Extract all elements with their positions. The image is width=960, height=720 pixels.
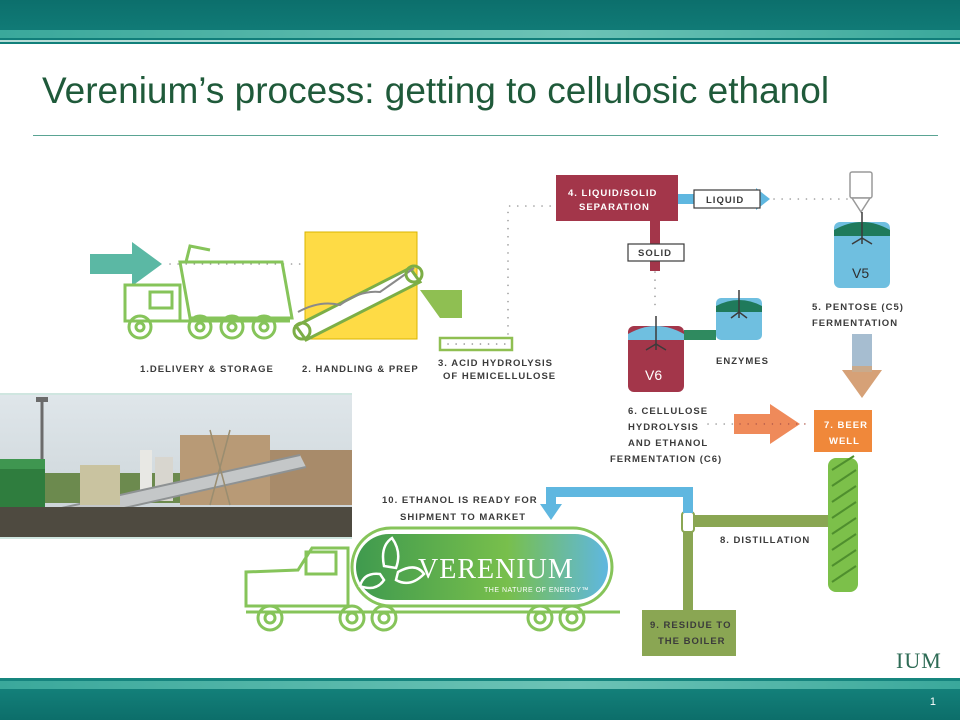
header-thin-line: [0, 40, 960, 42]
step-distillation-label: 8. DISTILLATION: [720, 535, 810, 546]
step-residue-label-2: THE BOILER: [658, 636, 726, 647]
footer-logo: IUM: [896, 648, 942, 673]
v6-label: V6: [645, 367, 662, 383]
title-rule: [33, 135, 938, 136]
step-pentose-label-2: FERMENTATION: [812, 318, 898, 329]
step-ethanol-label-1: 10. ETHANOL IS READY FOR: [382, 495, 538, 506]
verenium-leaf-icon: [358, 536, 426, 590]
step-cellulose-label-3: AND ETHANOL: [628, 438, 708, 449]
liquid-tag-text: LIQUID: [706, 195, 744, 206]
footer-stripe: [0, 681, 960, 689]
enzymes-label: ENZYMES: [716, 356, 769, 367]
v5-label: V5: [852, 265, 869, 281]
step-acid-label-1: 3. ACID HYDROLYSIS: [438, 358, 553, 369]
step-beer-label-2: WELL: [829, 436, 860, 447]
step-cellulose-label-2: HYDROLYSIS: [628, 422, 699, 433]
step-acid-label-2: OF HEMICELLULOSE: [443, 371, 556, 382]
beer-well-box: [814, 410, 872, 452]
step-separation-label-1: 4. LIQUID/SOLID: [568, 188, 657, 199]
dump-truck: [123, 244, 294, 340]
v5-vessel: [834, 171, 890, 288]
residue-box: [642, 610, 736, 656]
step-beer-label-1: 7. BEER: [824, 420, 868, 431]
liquid-tag: [693, 189, 761, 209]
header-band: [0, 0, 960, 44]
v6-vessel: [628, 316, 684, 392]
brand-name: VERENIUM: [418, 554, 574, 585]
page-number: 1: [929, 696, 936, 708]
step-handling-label: 2. HANDLING & PREP: [302, 364, 419, 375]
step-pentose-label-1: 5. PENTOSE (C5): [812, 302, 904, 313]
step-delivery-label: 1.DELIVERY & STORAGE: [140, 364, 274, 375]
solid-tag-text: SOLID: [638, 248, 672, 259]
footer-band: 1: [0, 678, 960, 720]
brand-tagline: THE NATURE OF ENERGY™: [484, 587, 589, 594]
distillation-column: [828, 455, 858, 592]
facility-photo-art: [0, 395, 352, 537]
step-separation-label-2: SEPARATION: [579, 202, 650, 213]
step-cellulose-label-1: 6. CELLULOSE: [628, 406, 708, 417]
feed-arrow: [90, 242, 162, 286]
enzymes-vessel: [684, 290, 762, 340]
step-residue-label-1: 9. RESIDUE TO: [650, 620, 731, 631]
step-cellulose-label-4: FERMENTATION (C6): [610, 454, 722, 465]
header-stripe: [0, 30, 960, 38]
slide-title: Verenium’s process: getting to cellulosi…: [42, 70, 830, 111]
acid-hopper: [420, 290, 462, 318]
verenium-logo-panel: [356, 534, 608, 600]
acid-trough: [438, 336, 514, 352]
conveyor-belt: [292, 264, 424, 342]
facility-photo: [0, 393, 352, 539]
solid-tag: [627, 243, 685, 262]
step-ethanol-label-2: SHIPMENT TO MARKET: [400, 512, 526, 523]
separation-box: [556, 175, 678, 221]
